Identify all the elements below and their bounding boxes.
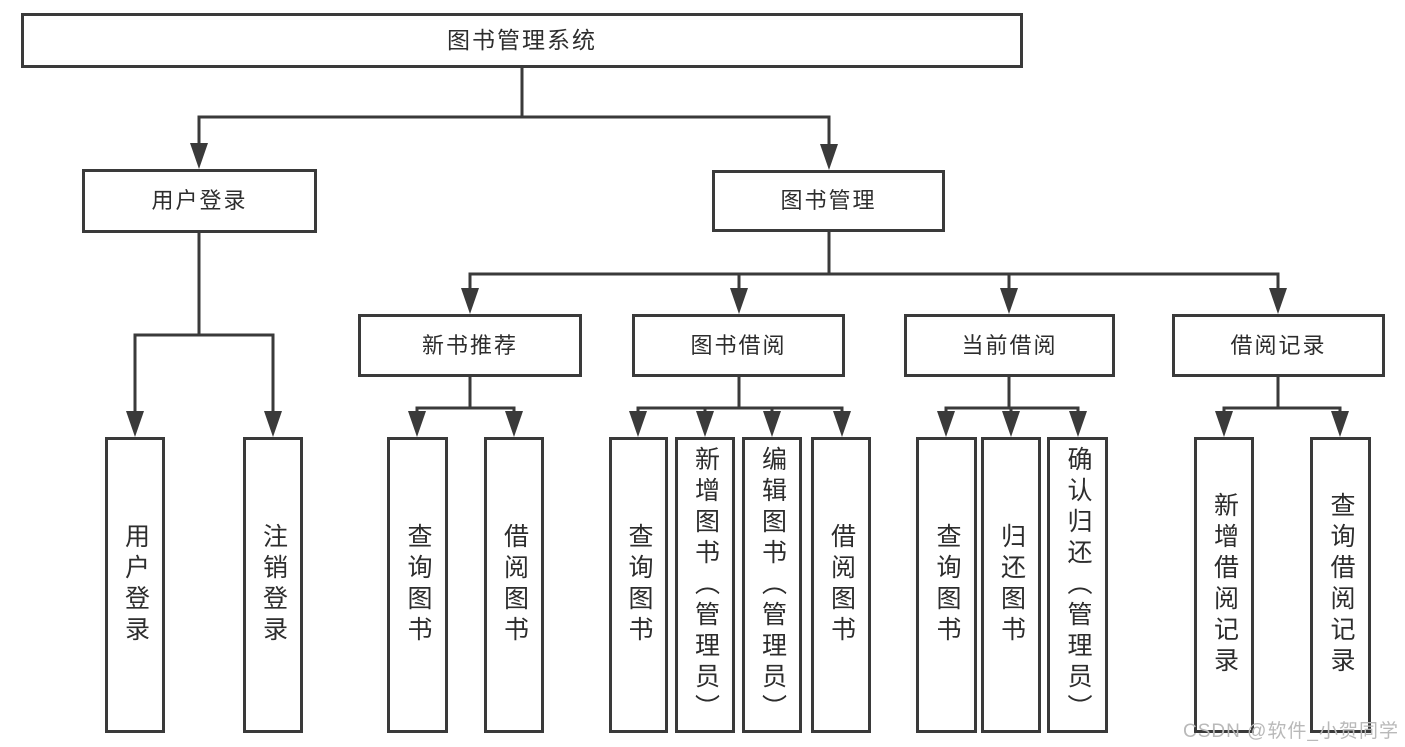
node-logout-op: 注销登录 bbox=[243, 437, 303, 733]
arrowhead-icon bbox=[629, 411, 647, 437]
arrowhead-icon bbox=[264, 411, 282, 437]
node-label: 用户登录 bbox=[121, 523, 150, 647]
node-borrow-edit-books-admin: 编辑图书（管理员） bbox=[742, 437, 802, 733]
arrowhead-icon bbox=[408, 411, 426, 437]
arrowhead-icon bbox=[937, 411, 955, 437]
node-user-login-op: 用户登录 bbox=[105, 437, 165, 733]
arrowhead-icon bbox=[505, 411, 523, 437]
arrowhead-icon bbox=[1000, 288, 1018, 314]
arrowhead-icon bbox=[1269, 288, 1287, 314]
node-current-return-books: 归还图书 bbox=[981, 437, 1041, 733]
node-current-query-books: 查询图书 bbox=[916, 437, 977, 733]
arrowhead-icon bbox=[461, 288, 479, 314]
node-label: 新书推荐 bbox=[421, 332, 518, 358]
node-borrowing-records: 借阅记录 bbox=[1172, 314, 1385, 377]
node-label: 编辑图书（管理员） bbox=[758, 445, 787, 725]
arrowhead-icon bbox=[126, 411, 144, 437]
node-book-borrowing: 图书借阅 bbox=[632, 314, 845, 377]
node-label: 注销登录 bbox=[259, 523, 288, 647]
node-borrow-add-books-admin: 新增图书（管理员） bbox=[675, 437, 735, 733]
node-new-book-recommendation: 新书推荐 bbox=[358, 314, 582, 377]
node-label: 查询图书 bbox=[404, 523, 432, 647]
node-library-management-system: 图书管理系统 bbox=[21, 13, 1023, 68]
watermark-text: CSDN @软件_小贺同学 bbox=[1183, 721, 1399, 742]
node-label: 查询图书 bbox=[625, 523, 653, 647]
arrowhead-icon bbox=[1069, 411, 1087, 437]
node-records-add-borrow-record: 新增借阅记录 bbox=[1194, 437, 1254, 733]
arrowhead-icon bbox=[833, 411, 851, 437]
node-book-management: 图书管理 bbox=[712, 170, 945, 232]
arrowhead-icon bbox=[696, 411, 714, 437]
node-label: 当前借阅 bbox=[961, 332, 1058, 358]
node-newrec-query-books: 查询图书 bbox=[387, 437, 448, 733]
node-label: 查询借阅记录 bbox=[1327, 492, 1355, 678]
node-label: 用户登录 bbox=[151, 188, 248, 213]
node-records-query-borrow-record: 查询借阅记录 bbox=[1310, 437, 1371, 733]
arrowhead-icon bbox=[1331, 411, 1349, 437]
arrowhead-icon bbox=[1002, 411, 1020, 437]
node-label: 借阅图书 bbox=[827, 523, 856, 647]
node-label: 归还图书 bbox=[997, 523, 1026, 647]
node-label: 借阅记录 bbox=[1230, 332, 1327, 358]
node-borrow-borrow-books: 借阅图书 bbox=[811, 437, 871, 733]
node-newrec-borrow-books: 借阅图书 bbox=[484, 437, 544, 733]
node-label: 借阅图书 bbox=[500, 523, 529, 647]
node-label: 新增借阅记录 bbox=[1210, 492, 1239, 678]
node-label: 查询图书 bbox=[933, 523, 961, 647]
node-user-login: 用户登录 bbox=[82, 169, 317, 233]
arrowhead-icon bbox=[1215, 411, 1233, 437]
node-label: 图书管理系统 bbox=[447, 27, 597, 53]
node-label: 图书管理 bbox=[780, 188, 877, 213]
node-label: 确认归还（管理员） bbox=[1064, 445, 1092, 725]
node-current-confirm-return-admin: 确认归还（管理员） bbox=[1047, 437, 1108, 733]
arrowhead-icon bbox=[820, 144, 838, 170]
arrowhead-icon bbox=[763, 411, 781, 437]
node-current-borrowing: 当前借阅 bbox=[904, 314, 1115, 377]
node-borrow-query-books: 查询图书 bbox=[609, 437, 668, 733]
arrowhead-icon bbox=[730, 288, 748, 314]
arrowhead-icon bbox=[190, 143, 208, 169]
node-label: 新增图书（管理员） bbox=[691, 445, 720, 725]
node-label: 图书借阅 bbox=[690, 332, 787, 358]
